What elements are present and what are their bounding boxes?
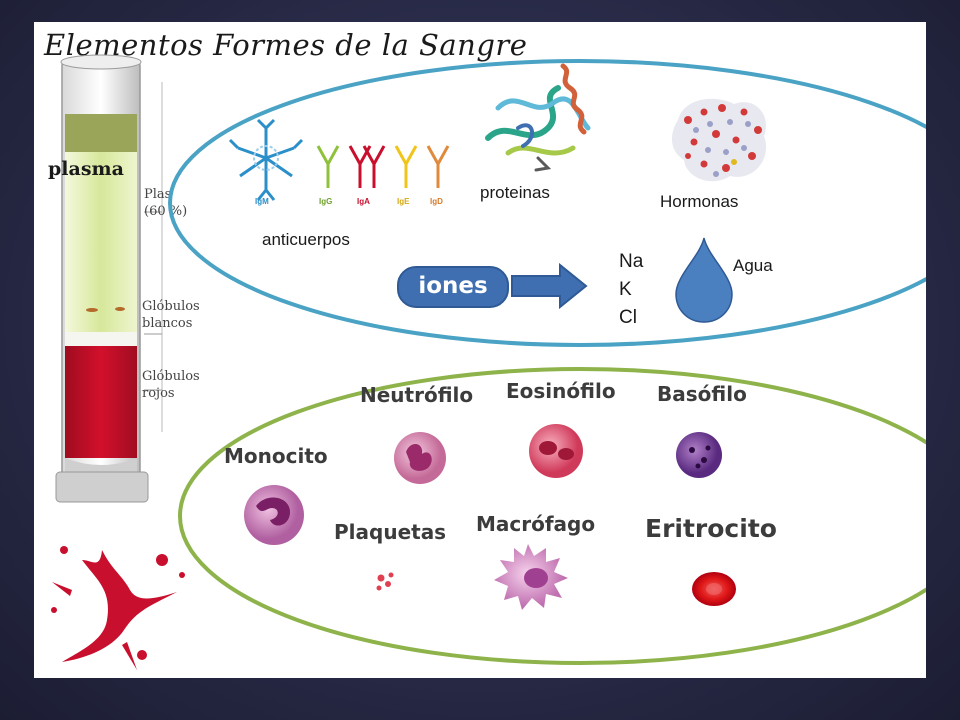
ion-cl: Cl bbox=[619, 307, 637, 328]
macrofago-label: Macrófago bbox=[476, 512, 596, 536]
water-drop-icon bbox=[675, 237, 733, 323]
test-tube-illustration bbox=[55, 54, 163, 503]
eritrocito-cell bbox=[692, 572, 736, 606]
blood-splatter-icon bbox=[51, 546, 185, 670]
hormone-molecule-image bbox=[671, 98, 767, 182]
plasma-components-ellipse bbox=[168, 59, 926, 347]
blood-cells-illustration bbox=[244, 424, 736, 610]
antibody-iga-label: IgA bbox=[357, 197, 370, 206]
iones-label: iones bbox=[397, 266, 509, 308]
plasma-label: plasma bbox=[48, 158, 124, 180]
antibody-igd-label: IgD bbox=[430, 197, 443, 206]
agua-label: Agua bbox=[733, 256, 773, 275]
eosinofilo-label: Eosinófilo bbox=[506, 379, 616, 403]
antibodies-illustration bbox=[228, 118, 450, 201]
plaquetas-label: Plaquetas bbox=[334, 520, 447, 544]
ellipse-outlines bbox=[168, 59, 926, 665]
basofilo-label: Basófilo bbox=[657, 382, 747, 406]
basofilo-cell bbox=[676, 432, 722, 478]
plaquetas-cells bbox=[376, 572, 394, 591]
antibody-igg-label: IgG bbox=[319, 197, 333, 206]
antibody-igm-label: IgM bbox=[255, 197, 269, 206]
monocito-cell bbox=[244, 485, 304, 545]
anticuerpos-label: anticuerpos bbox=[262, 230, 350, 249]
slide: Elementos Formes de la Sangre plasma bbox=[34, 22, 926, 678]
monocito-label: Monocito bbox=[224, 444, 328, 468]
macrofago-cell bbox=[494, 544, 568, 610]
ion-k: K bbox=[619, 279, 632, 300]
eosinofilo-cell bbox=[529, 424, 583, 478]
eritrocito-label: Eritrocito bbox=[645, 514, 777, 543]
tube-note-plasma: Plas(60 %) bbox=[144, 187, 188, 219]
proteinas-label: proteinas bbox=[480, 183, 550, 202]
ion-na: Na bbox=[619, 251, 644, 272]
neutrofilo-label: Neutrófilo bbox=[360, 383, 474, 407]
hormonas-label: Hormonas bbox=[660, 192, 739, 211]
formed-elements-ellipse bbox=[178, 367, 926, 665]
antibody-ige-label: IgE bbox=[397, 197, 410, 206]
ions-list: Na K Cl bbox=[619, 248, 643, 332]
neutrofilo-cell bbox=[394, 432, 446, 484]
protein-structure-image bbox=[485, 63, 591, 172]
arrow-right-icon bbox=[511, 263, 588, 309]
